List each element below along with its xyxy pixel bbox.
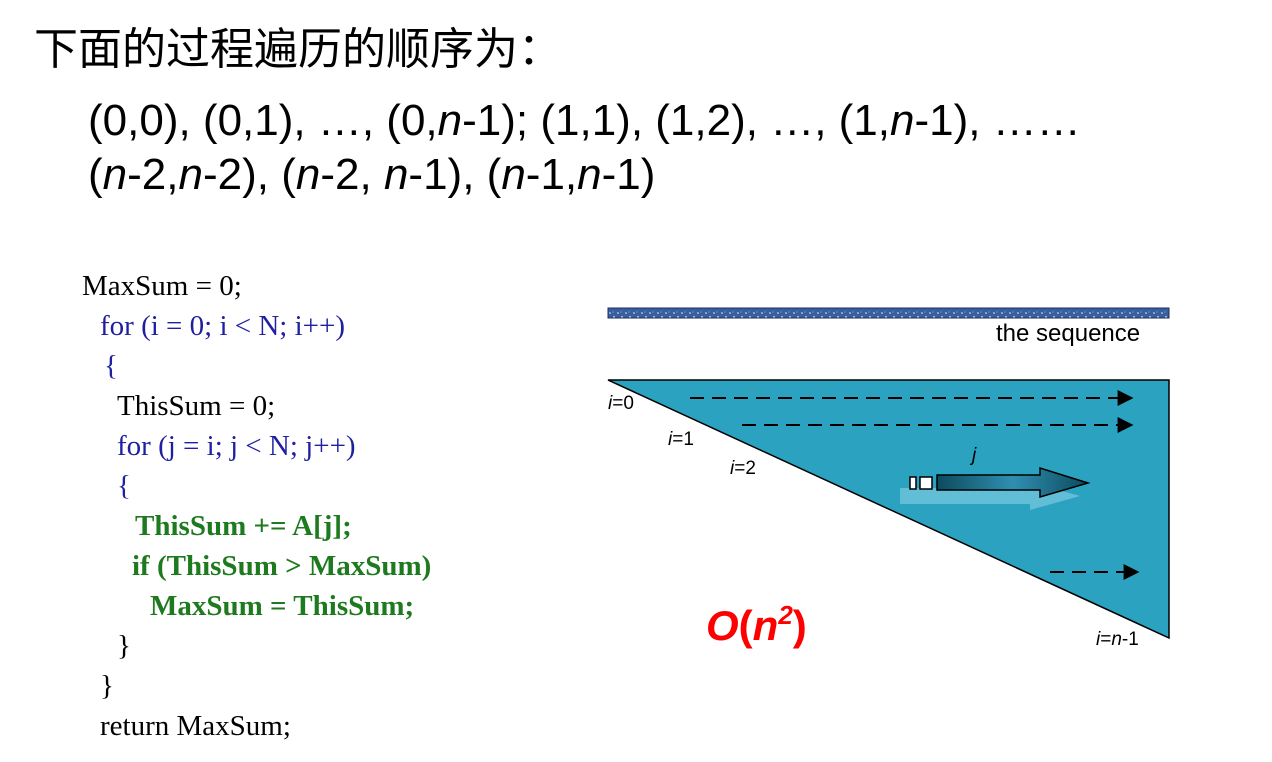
row-label-i0: i=0	[608, 393, 634, 415]
complexity-label: O(n2)	[706, 600, 807, 650]
code-line: if (ThisSum > MaxSum)	[132, 550, 432, 582]
sequence-label: the sequence	[996, 320, 1141, 347]
j-arrow	[900, 466, 1091, 510]
text-segment: -1)	[601, 150, 656, 199]
italic-variable: n	[501, 150, 526, 199]
code-line: for (j = i; j < N; j++)	[117, 430, 356, 462]
italic-variable: n	[178, 150, 203, 199]
triangle	[607, 379, 1170, 640]
text-segment: -1	[1121, 629, 1139, 650]
italic-variable: n	[437, 96, 463, 145]
italic-variable: i	[730, 458, 735, 479]
row-label-in1: i=n-1	[1096, 629, 1139, 651]
code-line: {	[117, 470, 131, 502]
sequence-line-2: (n-2,n-2), (n-2, n-1), (n-1,n-1)	[88, 148, 655, 202]
text-segment: (0,0), (0,1), …, (0,	[88, 96, 438, 145]
text-segment: (	[88, 150, 103, 199]
row-label-i1: i=1	[668, 429, 694, 451]
italic-variable: n	[890, 96, 915, 145]
j-label: j	[972, 445, 977, 466]
text-segment: -2,	[320, 150, 384, 199]
text-segment: =2	[734, 458, 756, 479]
italic-variable: n	[1111, 629, 1122, 650]
code-line: ThisSum = 0;	[117, 390, 276, 422]
italic-variable: i	[668, 429, 673, 450]
sequence-bar	[607, 307, 1170, 319]
text-segment: -2,	[127, 150, 179, 199]
text-segment: -1), ……	[914, 96, 1081, 145]
italic-variable: n	[577, 150, 602, 199]
complexity-exponent: 2	[778, 600, 793, 630]
text-segment: =0	[612, 393, 634, 414]
code-line: return MaxSum;	[100, 710, 291, 742]
text-segment: =1	[672, 429, 694, 450]
text-segment: =	[1100, 629, 1112, 650]
text-segment: -1); (1,1), (1,2), …, (1,	[462, 96, 890, 145]
italic-variable: i	[1096, 629, 1101, 650]
code-line: MaxSum = ThisSum;	[150, 590, 415, 622]
text-segment: -1), (	[408, 150, 502, 199]
italic-variable: n	[102, 150, 128, 199]
complexity-o: O	[706, 602, 739, 649]
sequence-line-1: (0,0), (0,1), …, (0,n-1); (1,1), (1,2), …	[88, 94, 1081, 148]
italic-variable: i	[608, 393, 613, 414]
text-segment: -2), (	[202, 150, 296, 199]
text-segment: -1,	[525, 150, 578, 199]
code-line: MaxSum = 0;	[82, 270, 242, 302]
code-line: {	[104, 350, 118, 382]
italic-variable: n	[295, 150, 321, 199]
code-line: for (i = 0; i < N; i++)	[100, 310, 346, 342]
code-line: }	[117, 630, 131, 662]
complexity-close-paren: )	[792, 602, 807, 649]
complexity-n: n	[752, 602, 779, 649]
code-line: }	[100, 670, 114, 702]
code-line: ThisSum += A[j];	[135, 510, 352, 542]
heading: 下面的过程遍历的顺序为：	[34, 24, 562, 75]
italic-variable: n	[383, 150, 409, 199]
row-label-i2: i=2	[730, 458, 756, 480]
complexity-open-paren: (	[738, 602, 753, 649]
